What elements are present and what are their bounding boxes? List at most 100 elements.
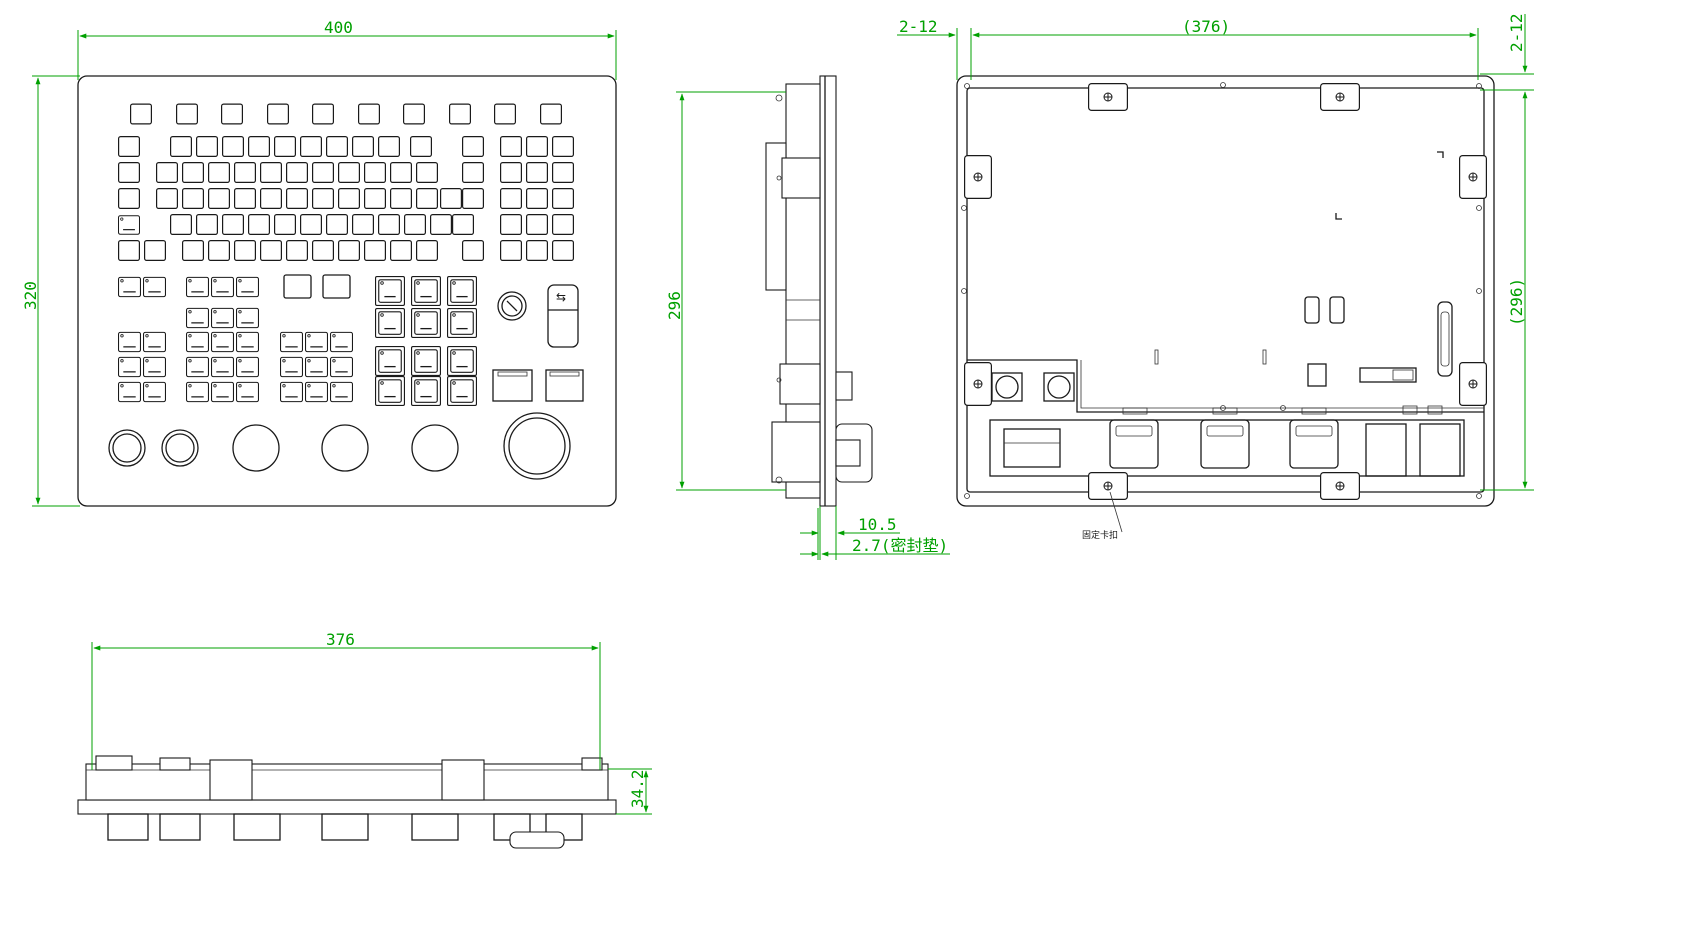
- front-width-label: 400: [324, 18, 353, 37]
- key: [526, 136, 548, 157]
- key: [416, 240, 438, 261]
- led-key: [186, 381, 209, 403]
- key: [156, 162, 178, 183]
- svg-text:⇆: ⇆: [556, 290, 566, 304]
- key: [170, 136, 192, 157]
- rear-width-dimension: (376) 2-12: [897, 17, 1479, 80]
- function-key: [130, 103, 152, 125]
- fuse-holder: [1304, 296, 1320, 324]
- led-key: [211, 307, 234, 329]
- key: [312, 188, 334, 209]
- key: [404, 214, 426, 235]
- power-connector: [991, 372, 1023, 402]
- key: [500, 188, 522, 209]
- function-key: [176, 103, 198, 125]
- key: [364, 162, 386, 183]
- led-key: [280, 356, 303, 378]
- front-width-dimension: 400: [77, 18, 617, 80]
- key: [526, 188, 548, 209]
- underside-connector: [233, 813, 281, 841]
- terminal-strip: [1359, 367, 1417, 383]
- key: [118, 240, 140, 261]
- key: [338, 240, 360, 261]
- key: [234, 240, 256, 261]
- key: [222, 214, 244, 235]
- function-key-row: [130, 103, 562, 125]
- key: [248, 214, 270, 235]
- key-with-led: [118, 215, 140, 235]
- key: [234, 162, 256, 183]
- db25-connector: [1437, 301, 1453, 377]
- key: [312, 162, 334, 183]
- key: [440, 188, 462, 209]
- key: [286, 188, 308, 209]
- front-view: ⇆: [77, 75, 617, 507]
- key: [260, 240, 282, 261]
- key: [326, 136, 348, 157]
- led-key: [211, 356, 234, 378]
- large-key: [410, 346, 442, 376]
- key: [352, 136, 374, 157]
- rear-view: 固定卡扣: [956, 75, 1495, 541]
- large-key-block: [374, 276, 478, 406]
- key: [390, 162, 412, 183]
- led-key: [143, 276, 166, 298]
- function-key: [358, 103, 380, 125]
- plain-key: [322, 274, 351, 299]
- key: [274, 214, 296, 235]
- front-height-dimension: 320: [21, 75, 80, 507]
- key: [196, 214, 218, 235]
- connector-latch: [1206, 425, 1244, 437]
- screw-hole: [961, 205, 967, 211]
- connector-latch: [1115, 425, 1153, 437]
- large-key: [446, 308, 478, 338]
- selector-knob: [411, 424, 459, 472]
- header-pin: [1262, 349, 1267, 365]
- large-key: [410, 276, 442, 306]
- rear-height-dimension: (296) 2-12: [1480, 13, 1534, 491]
- screw-hole: [961, 288, 967, 294]
- function-key: [221, 103, 243, 125]
- relay: [1365, 423, 1407, 477]
- underside-connector: [411, 813, 459, 841]
- led-key: [305, 381, 328, 403]
- key: [500, 214, 522, 235]
- screw-hole: [964, 83, 970, 89]
- key: [118, 136, 140, 157]
- indicator-window: [545, 369, 584, 402]
- header-pin: [1154, 349, 1159, 365]
- override-knob: [161, 429, 199, 467]
- rear-hole-left-label: 2-12: [899, 17, 938, 36]
- selector-knob: [232, 424, 280, 472]
- key: [326, 214, 348, 235]
- key: [274, 136, 296, 157]
- led-key: [118, 356, 141, 378]
- key: [378, 136, 400, 157]
- underside-connector: [321, 813, 369, 841]
- key: [500, 162, 522, 183]
- key: [462, 188, 484, 209]
- screw-hole: [1280, 405, 1286, 411]
- connector-housing: [1289, 419, 1339, 469]
- mounting-bracket: [1088, 472, 1128, 500]
- key: [144, 240, 166, 261]
- led-key-groups: [118, 276, 353, 403]
- mounting-bracket: [1320, 83, 1360, 111]
- override-knob: [108, 429, 146, 467]
- selector-knob: [321, 424, 369, 472]
- large-key: [446, 276, 478, 306]
- led-key: [186, 331, 209, 353]
- key: [552, 214, 574, 235]
- plain-key: [283, 274, 312, 299]
- side-height-dimension: 296: [665, 91, 786, 491]
- key: [300, 136, 322, 157]
- key: [462, 162, 484, 183]
- key-switch: [497, 291, 527, 321]
- side-view: [765, 75, 873, 507]
- led-key: [143, 356, 166, 378]
- key: [416, 162, 438, 183]
- key: [462, 240, 484, 261]
- led-key: [330, 356, 353, 378]
- connector-housing: [1109, 419, 1159, 469]
